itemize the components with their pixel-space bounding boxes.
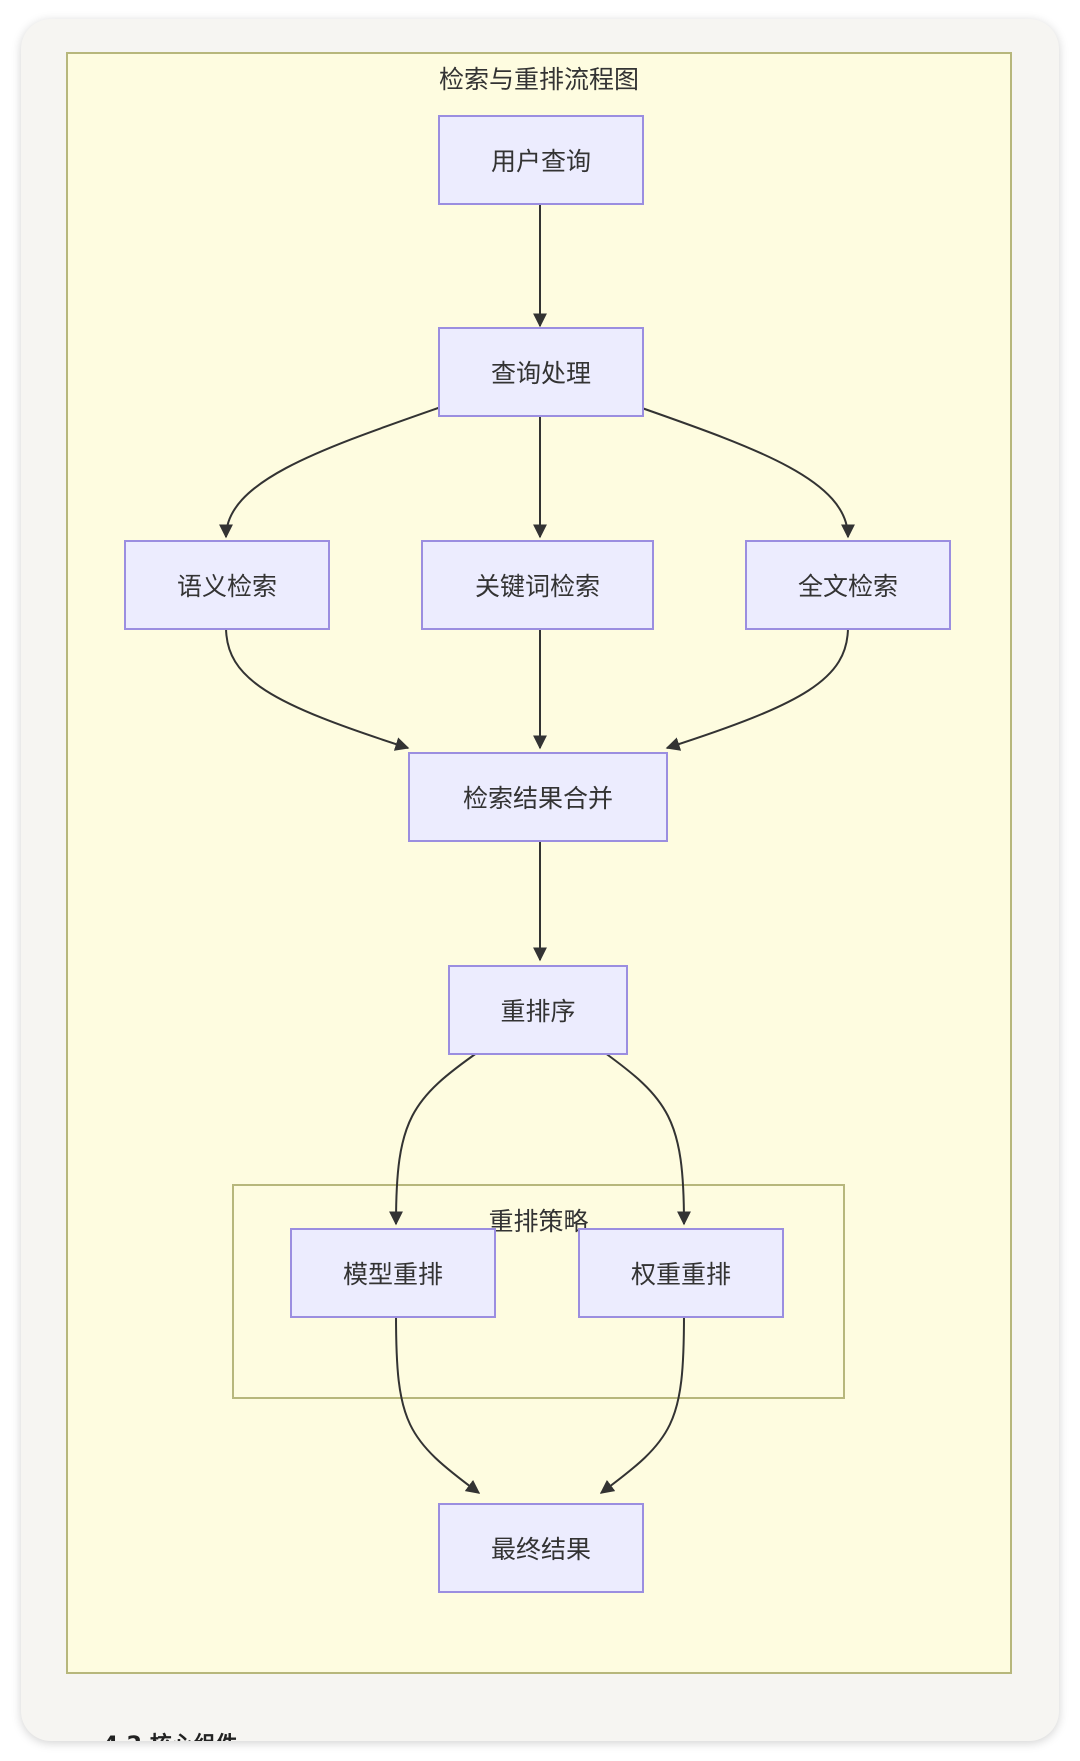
edge-model-rerank-to-final [395, 1313, 481, 1494]
edge-semantic-to-merge [225, 626, 410, 751]
node-keyword-search: 关键词检索 [421, 540, 654, 630]
node-rerank: 重排序 [448, 965, 628, 1055]
node-merge-results: 检索结果合并 [408, 752, 668, 842]
node-weight-rerank: 权重重排 [578, 1228, 784, 1318]
node-final-result: 最终结果 [438, 1503, 644, 1593]
edge-query-process-to-fulltext [638, 406, 855, 539]
flowchart-title: 检索与重排流程图 [438, 65, 639, 94]
section-heading: 4.2 核心组件 [103, 1727, 238, 1741]
edge-query-process-to-semantic [219, 406, 442, 539]
subgraph-title: 重排策略 [488, 1207, 589, 1236]
edges-layer [219, 202, 855, 1494]
edge-fulltext-to-merge [665, 626, 849, 751]
node-query-process: 查询处理 [438, 327, 644, 417]
edge-rerank-to-weight-rerank [600, 1049, 691, 1226]
edge-rerank-to-model-rerank [389, 1049, 482, 1226]
node-user-query: 用户查询 [438, 115, 644, 205]
node-fulltext-search: 全文检索 [745, 540, 951, 630]
edge-weight-rerank-to-final [599, 1313, 685, 1494]
node-model-rerank: 模型重排 [290, 1228, 496, 1318]
node-semantic-search: 语义检索 [124, 540, 330, 630]
diagram-card: 检索与重排流程图 重排策略 用户查询 查询处理 语义检索 关键词检索 全文检索 … [21, 19, 1059, 1741]
